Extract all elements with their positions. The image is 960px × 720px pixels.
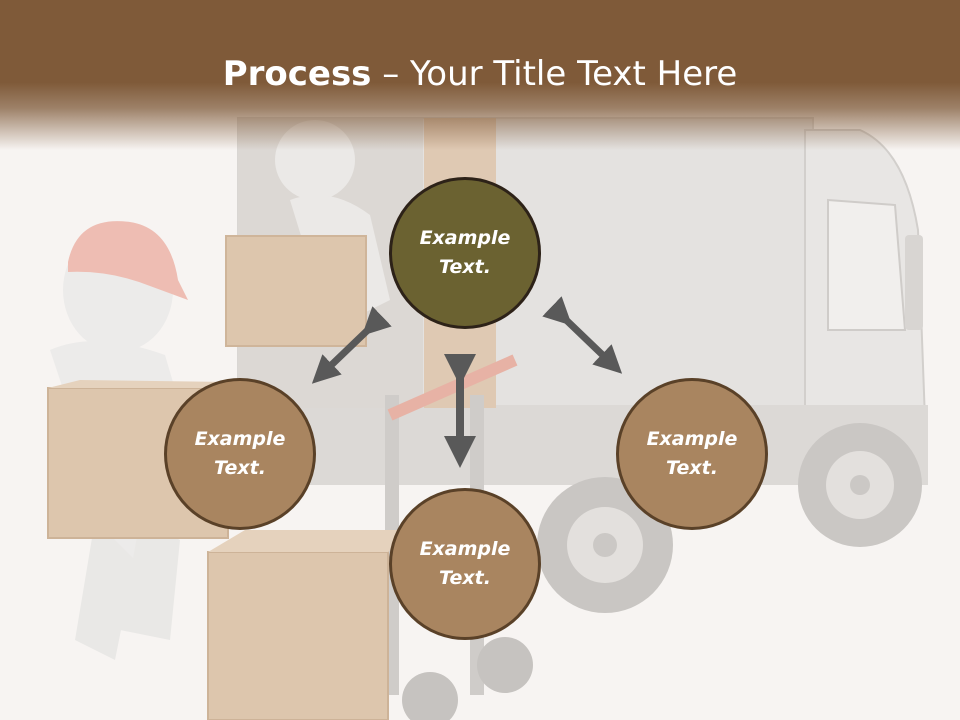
slide-title: Process – Your Title Text Here <box>0 52 960 96</box>
cycle-node-label: Example Text. <box>646 428 738 479</box>
title-bar <box>0 0 960 150</box>
cycle-node-label: Example Text. <box>419 227 511 278</box>
cycle-node-left: Example Text. <box>164 378 316 530</box>
arrow-top-right <box>542 296 623 374</box>
cycle-node-top: Example Text. <box>389 177 541 329</box>
cycle-node-label: Example Text. <box>194 428 286 479</box>
cycle-node-bottom: Example Text. <box>389 488 541 640</box>
arrow-top-left <box>311 306 392 384</box>
title-rest: – Your Title Text Here <box>371 54 738 94</box>
cycle-node-label: Example Text. <box>419 538 511 589</box>
cycle-node-right: Example Text. <box>616 378 768 530</box>
title-bold: Process <box>222 54 372 94</box>
